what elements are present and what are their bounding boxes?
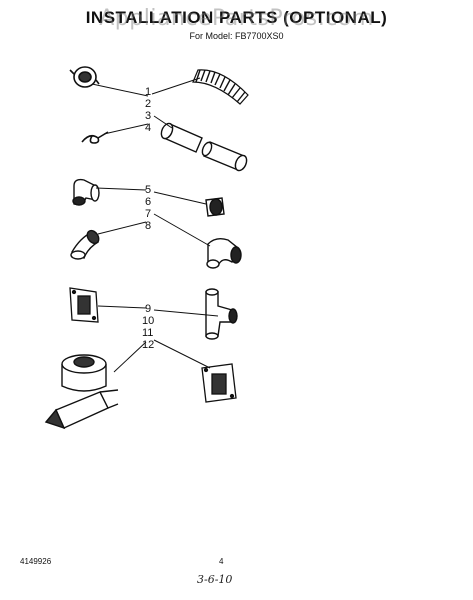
part-wall-plate-right: [201, 363, 237, 403]
model-line: For Model: FB7700XS0: [189, 31, 284, 41]
callout-6: 6: [145, 196, 151, 208]
part-vent-clamp: [69, 66, 100, 88]
callout-7: 7: [145, 208, 151, 220]
callout-10: 10: [142, 315, 154, 327]
callout-12: 12: [142, 339, 154, 351]
part-elbow-left: [72, 178, 100, 206]
part-sealant-tube: [44, 389, 119, 430]
page-number: 4: [219, 557, 224, 566]
document-part-number: 4149926: [20, 557, 52, 566]
callout-numbers: 1 2 3 4 5 6 7 8 9 10 11 12: [142, 86, 154, 351]
part-elbow-middle: [70, 229, 100, 260]
callout-9: 9: [145, 303, 151, 315]
callout-3: 3: [145, 110, 151, 122]
part-elbow-right: [206, 237, 242, 269]
callout-2: 2: [145, 98, 151, 110]
callout-1: 1: [145, 86, 151, 98]
callout-8: 8: [145, 220, 151, 232]
part-wall-plate-left: [69, 287, 99, 323]
handwritten-note: 3-6-10: [197, 573, 233, 586]
part-rigid-duct: [160, 122, 248, 172]
callout-5: 5: [145, 184, 151, 196]
part-lint-canister: [61, 354, 107, 392]
part-tee-fitting: [205, 288, 238, 340]
callout-4: 4: [145, 122, 151, 134]
part-coupling: [205, 197, 225, 217]
callout-11: 11: [142, 327, 153, 339]
leader-lines: [91, 77, 219, 373]
part-flexible-duct: [192, 69, 249, 105]
diagram-title: INSTALLATION PARTS (OPTIONAL): [85, 8, 388, 27]
